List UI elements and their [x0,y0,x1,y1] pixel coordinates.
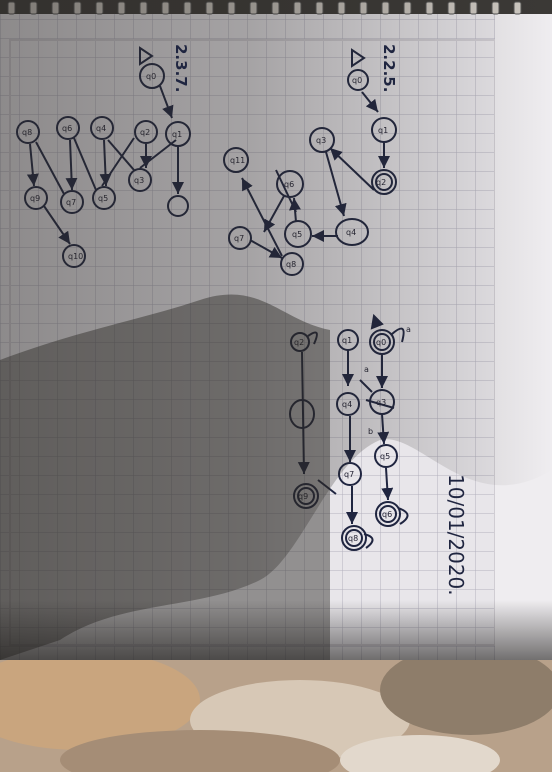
svg-text:q6: q6 [382,510,392,519]
exercise-label-2: 2.3.7. [172,44,190,93]
hand-shadow [0,0,552,660]
svg-text:q7: q7 [344,470,354,479]
date-text: 10/01/2020. [444,474,468,596]
svg-text:q5: q5 [380,452,390,461]
svg-text:q8: q8 [348,534,358,543]
fabric-background [0,640,552,772]
exercise-label-1: 2.2.5. [380,44,398,93]
